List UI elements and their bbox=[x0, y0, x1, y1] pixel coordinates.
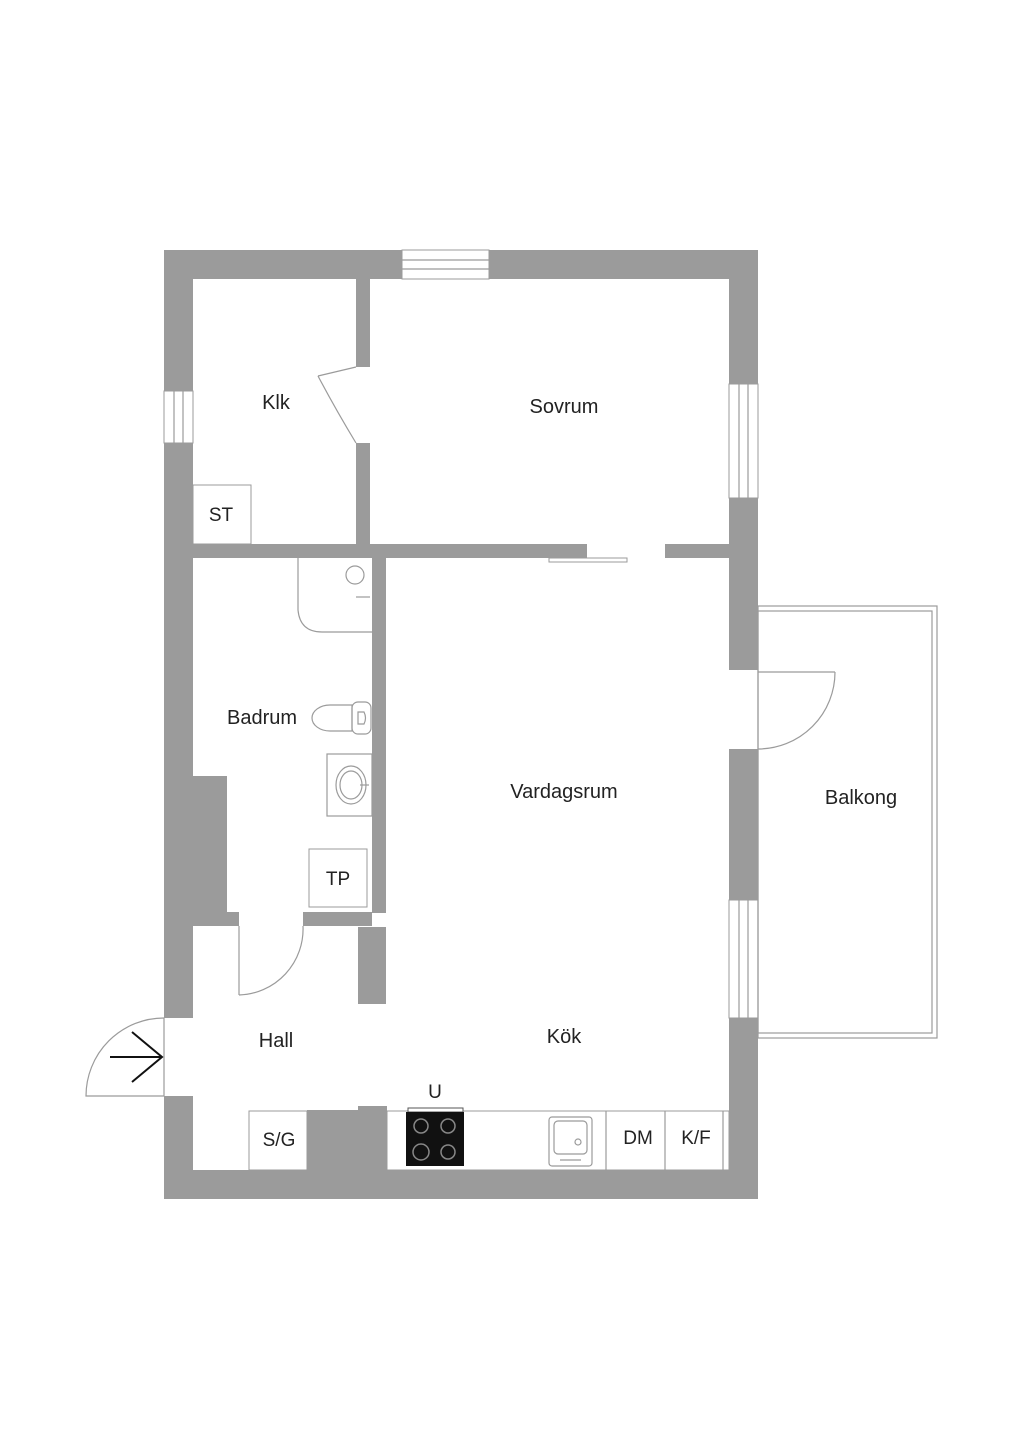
st-cabinet bbox=[192, 484, 252, 545]
label-badrum: Badrum bbox=[227, 707, 297, 729]
label-hall: Hall bbox=[259, 1030, 293, 1052]
entrance-arrow-icon bbox=[110, 1031, 164, 1083]
fixture-labels: ST TP S/G U DM K/F bbox=[209, 505, 711, 1151]
interior-walls bbox=[193, 279, 729, 1170]
label-sg: S/G bbox=[263, 1130, 296, 1151]
balcony bbox=[757, 605, 938, 1039]
windows bbox=[163, 249, 759, 1019]
label-sovrum: Sovrum bbox=[530, 396, 599, 418]
tp-cabinet bbox=[308, 848, 368, 908]
label-klk: Klk bbox=[262, 392, 291, 414]
shower-icon bbox=[297, 558, 372, 633]
sink-icon bbox=[326, 753, 373, 817]
doors bbox=[85, 366, 836, 1097]
label-tp: TP bbox=[326, 869, 350, 890]
toilet-icon bbox=[311, 701, 372, 735]
sg-cabinet bbox=[248, 1110, 308, 1171]
label-kok: Kök bbox=[547, 1026, 582, 1048]
kitchen-sink-icon bbox=[548, 1116, 593, 1167]
label-kf: K/F bbox=[681, 1128, 711, 1149]
fixtures bbox=[192, 484, 730, 1171]
room-labels: Klk Sovrum Badrum Vardagsrum Balkong Hal… bbox=[227, 392, 897, 1052]
label-vardagsrum: Vardagsrum bbox=[510, 781, 617, 803]
label-u: U bbox=[428, 1082, 442, 1103]
stove-icon bbox=[406, 1107, 464, 1166]
label-balkong: Balkong bbox=[825, 787, 897, 809]
label-st: ST bbox=[209, 505, 234, 526]
label-dm: DM bbox=[623, 1128, 653, 1149]
outer-walls bbox=[164, 250, 758, 1199]
